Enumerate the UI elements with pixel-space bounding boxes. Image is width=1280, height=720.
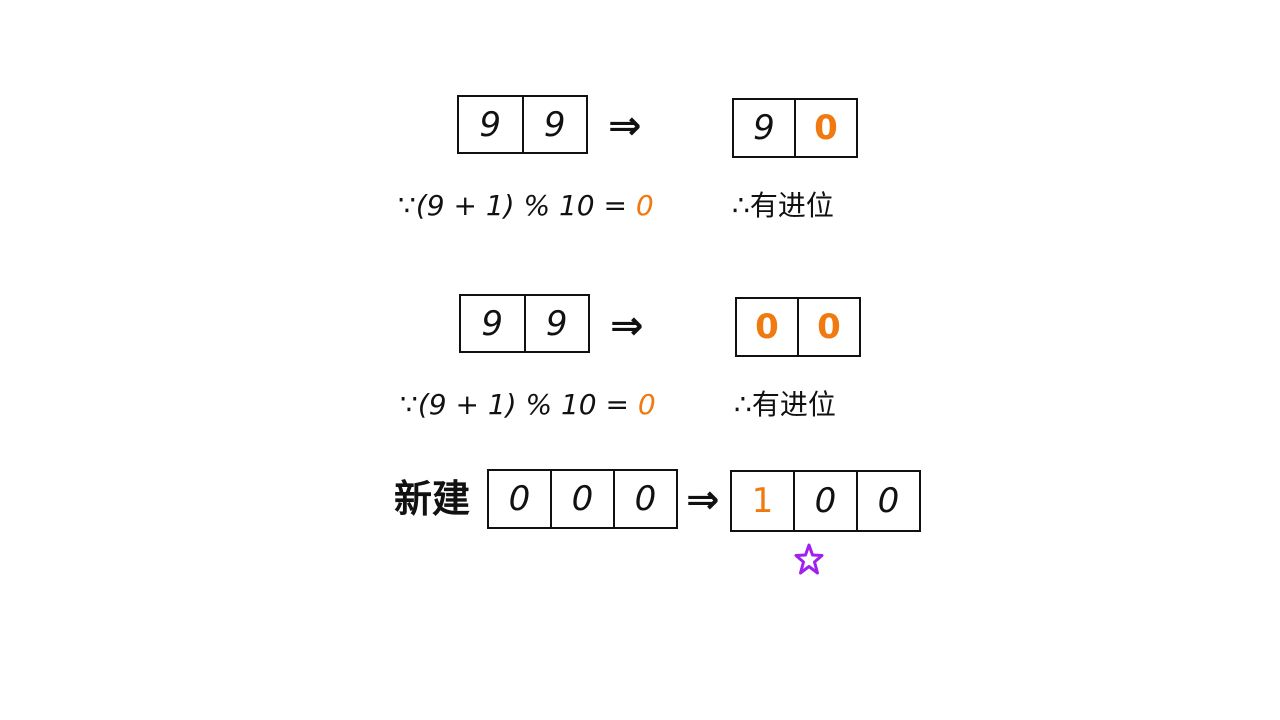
row2-carry-note: ∴有进位 [734,388,836,421]
row1-result-digit-1: 9 [753,108,775,148]
row3-result-digit-1: 1 [751,481,774,521]
row2-source-digit-1: 9 [481,303,504,344]
star-icon [794,543,824,575]
row2-formula-text: ∵(9 + 1) % 10 = [400,388,629,421]
row3-source-digit-1: 0 [508,479,531,519]
row2-formula: ∵(9 + 1) % 10 = 0 [400,391,656,419]
row1-arrow: ⇒ [608,103,642,149]
row3-result-digit-3: 0 [856,472,919,530]
row2-source-box: 9 9 [459,294,590,353]
row3-source-digit-2: 0 [550,471,613,527]
row1-formula: ∵(9 + 1) % 10 = 0 [398,192,654,220]
row1-source-box: 9 9 [457,95,588,154]
row2-source-digit-2: 9 [523,296,589,351]
row1-result-digit-2: 0 [794,100,856,156]
row1-source-digit-1: 9 [479,104,502,145]
row2-result-digit-1: 0 [755,307,779,347]
row2-formula-result: 0 [637,388,656,421]
row3-source-box: 0 0 0 [487,469,678,529]
row3-arrow: ⇒ [686,477,720,523]
row3-result-digit-2: 0 [793,472,856,530]
row2-result-box: 0 0 [735,297,861,357]
row1-formula-text: ∵(9 + 1) % 10 = [398,189,627,222]
row3-result-box: 1 0 0 [730,470,921,532]
row2-result-digit-2: 0 [797,299,859,355]
row1-source-digit-2: 9 [521,97,587,152]
row2-arrow: ⇒ [610,303,644,349]
row3-source-digit-3: 0 [613,471,676,527]
row1-result-box: 9 0 [732,98,858,158]
row1-carry-note: ∴有进位 [732,189,834,222]
new-array-label: 新建 [394,476,471,521]
row1-formula-result: 0 [635,189,654,222]
